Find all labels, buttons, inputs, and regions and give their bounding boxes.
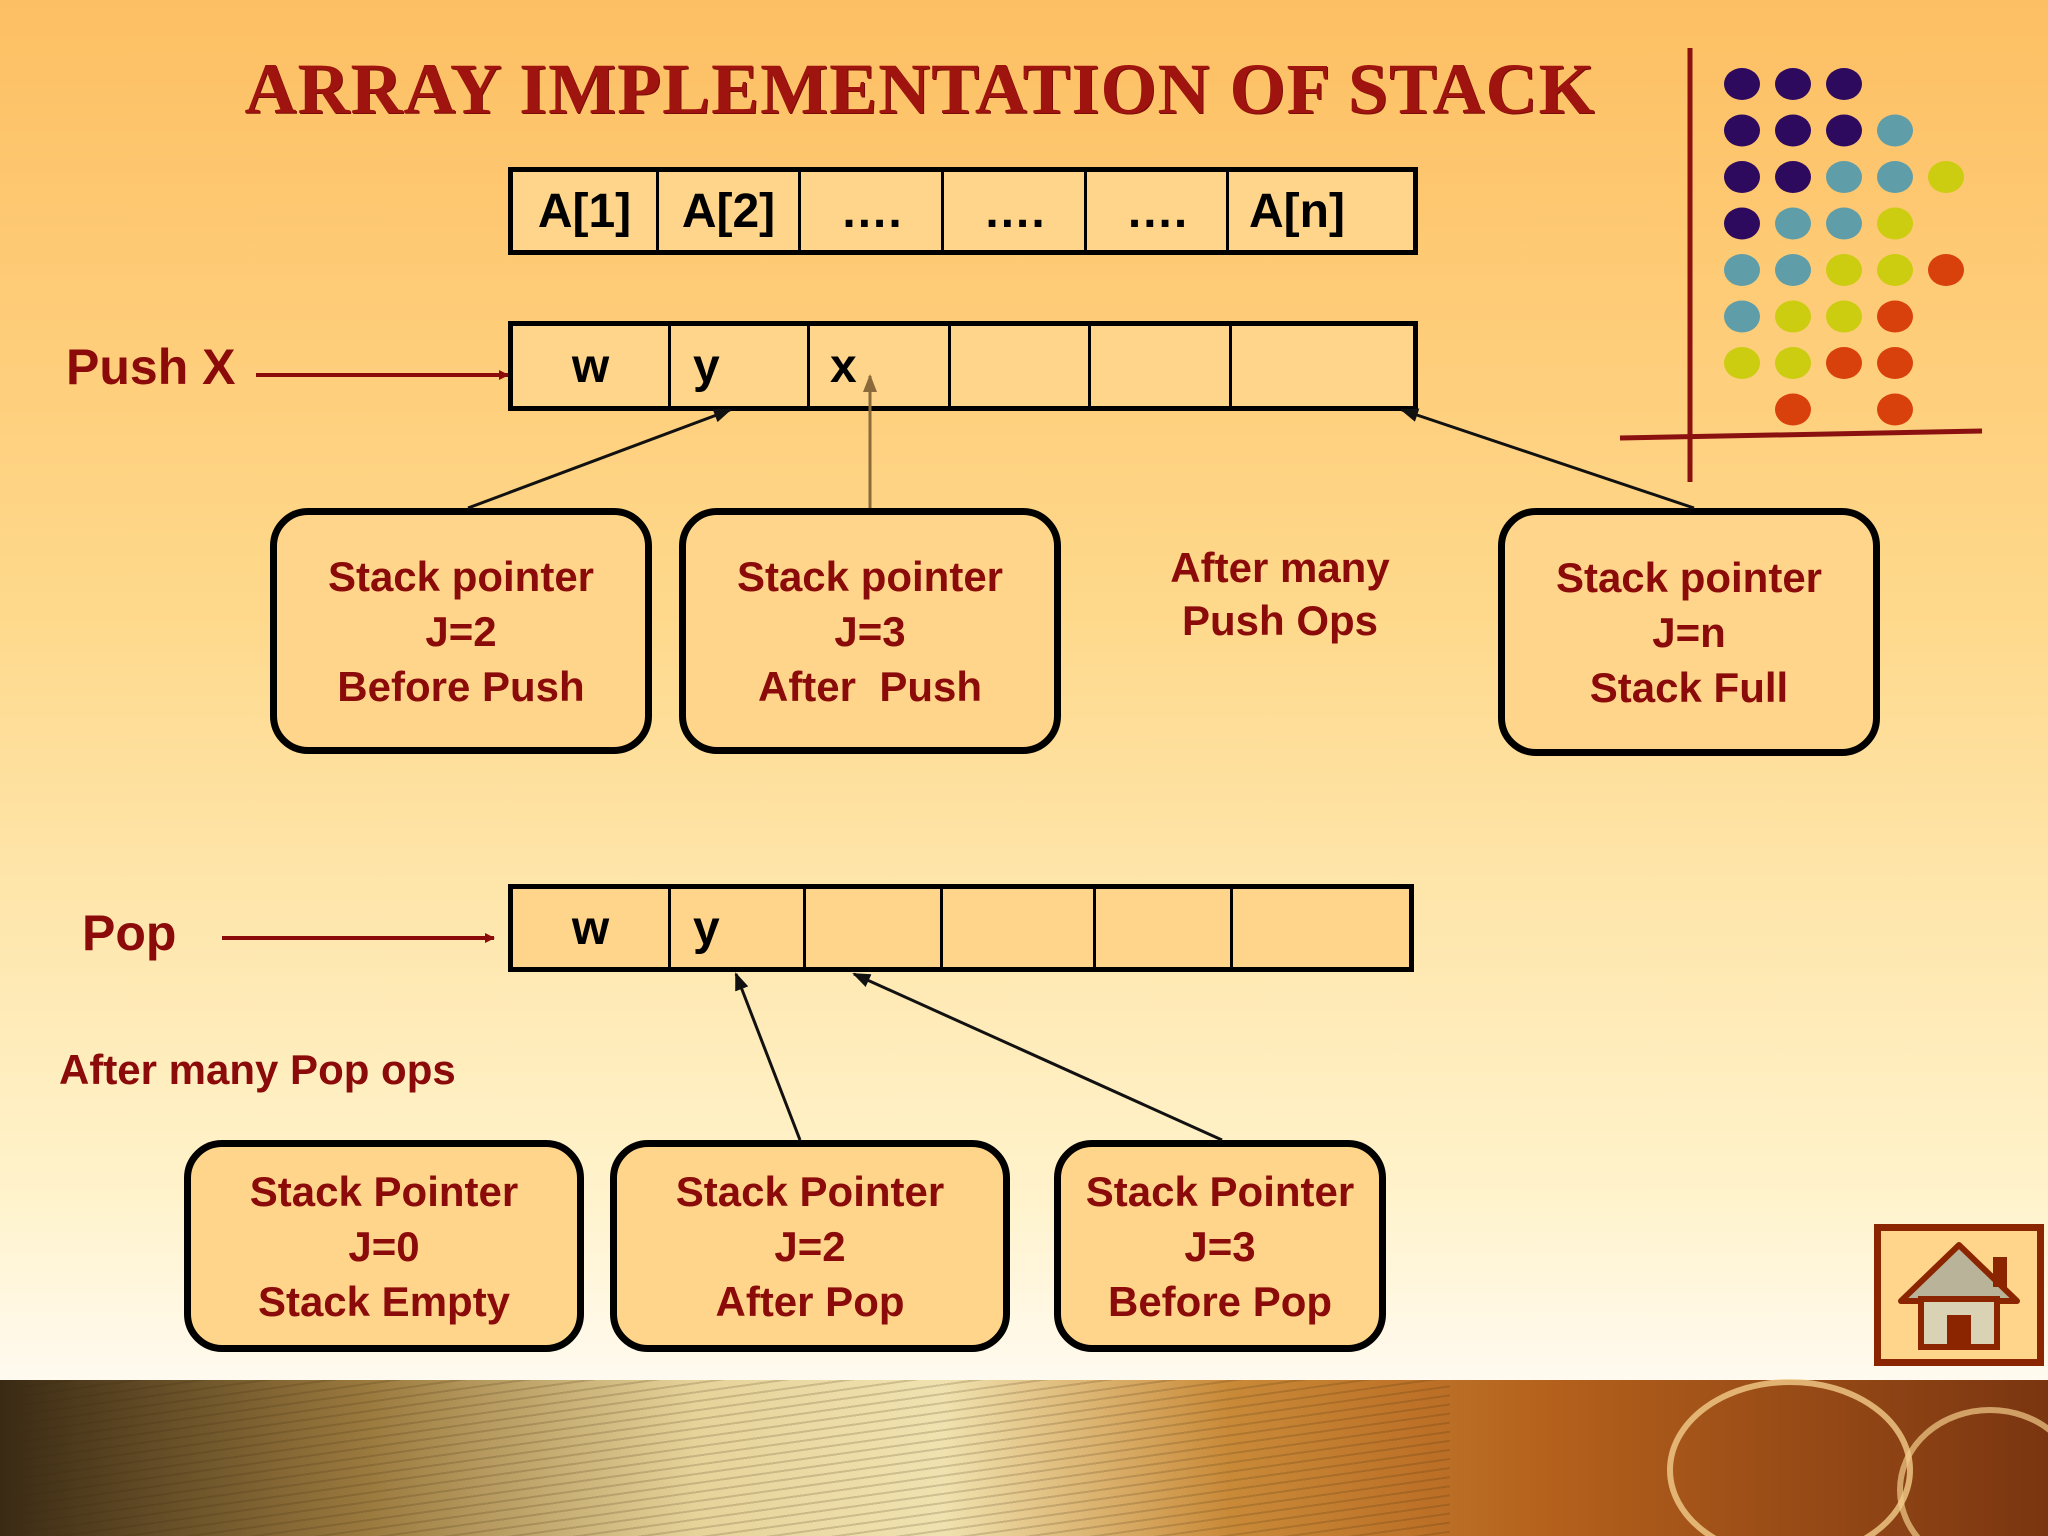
decor-dot [1775,161,1811,193]
decor-dot [1826,114,1862,147]
slide-title: ARRAY IMPLEMENTATION OF STACK [244,49,1596,129]
decor-dot [1877,207,1913,240]
box-line: J=2 [425,607,497,655]
decor-dot [1877,300,1913,333]
decor-dot [1826,347,1862,379]
array-cell: …. [801,172,944,250]
push-label: Push X [66,339,236,395]
pop-note: After many Pop ops [59,1046,456,1093]
decor-dot [1775,68,1811,100]
array-cell: y [671,326,810,406]
decor-dot [1826,254,1862,286]
decor-dot [1775,254,1811,286]
array-cell: A[2] [659,172,801,250]
decor-dot [1877,254,1913,286]
decor-dot [1724,207,1760,240]
decor-dot [1724,161,1760,193]
decor-dot [1877,347,1913,379]
box-line: J=2 [774,1222,846,1270]
decor-dot [1775,393,1811,426]
box-line: Stack Pointer [249,1167,519,1215]
array-cell [1096,889,1233,967]
note-line: Push Ops [1181,597,1379,644]
array-cell: x [810,326,951,406]
box-line: Before Pop [1107,1277,1333,1325]
decor-dot [1724,114,1760,147]
decorative-dot-grid [1724,68,1964,426]
pop-box-before: Stack Pointer J=3 Before Pop [1054,1140,1386,1352]
push-box-after: Stack pointer J=3 After Push [679,508,1061,754]
array-cell [1091,326,1232,406]
pointer-arrow [1400,408,1695,510]
decor-dot [1877,161,1913,193]
decor-dot [1724,254,1760,286]
pop-label: Pop [82,905,177,961]
push-box-before: Stack pointer J=2 Before Push [270,508,652,754]
push-note: After many Push Ops [1140,541,1420,647]
pop-box-empty: Stack Pointer J=0 Stack Empty [184,1140,584,1352]
box-line: Stack pointer [736,552,1004,600]
decor-dot [1826,207,1862,240]
array-cell: …. [1087,172,1229,250]
box-line: J=0 [348,1222,420,1270]
array-cell: A[n] [1249,184,1345,238]
decor-dot [1826,68,1862,100]
decor-dot [1724,68,1760,100]
decor-dot [1775,114,1811,147]
box-line: Stack Full [1589,663,1789,711]
note-line: After many [1170,544,1390,591]
box-line: After Pop [715,1277,905,1325]
pop-box-after: Stack Pointer J=2 After Pop [610,1140,1010,1352]
decor-dot [1877,114,1913,147]
pointer-arrow [852,972,1223,1142]
decor-dot [1724,347,1760,379]
box-line: J=n [1652,608,1726,656]
array-cell [806,889,943,967]
array-cell [943,889,1096,967]
decor-dot [1928,161,1964,193]
decor-dot [1877,393,1913,426]
book-page-texture [0,1380,1450,1536]
pointer-arrow [734,972,802,1141]
array-cell: w [513,889,671,967]
array-cell: …. [944,172,1087,250]
decor-dot [1928,254,1964,286]
box-line: Stack Pointer [675,1167,945,1215]
box-line: Before Push [337,662,585,710]
box-line: After Push [757,662,983,710]
decor-dot [1775,300,1811,333]
pop-array: w y [508,884,1414,972]
pointer-arrow [467,408,732,510]
home-button[interactable] [1874,1224,2044,1366]
decor-dot [1775,207,1811,240]
decor-dot [1775,347,1811,379]
decor-dot [1724,300,1760,333]
decor-dot [1826,161,1862,193]
box-line: Stack Empty [257,1277,511,1325]
decor-dot [1826,300,1862,333]
box-line: J=3 [834,607,906,655]
array-header: A[1] A[2] …. …. …. A[n] [508,167,1418,255]
array-cell: y [671,889,806,967]
array-cell: A[1] [513,172,659,250]
home-icon [1898,1242,2020,1350]
push-array: w y x [508,321,1418,411]
decor-axis-horizontal [1619,428,1983,441]
array-cell: w [513,326,671,406]
push-box-full: Stack pointer J=n Stack Full [1498,508,1880,756]
box-line: Stack pointer [327,552,595,600]
box-line: Stack pointer [1555,553,1823,601]
box-line: Stack Pointer [1085,1167,1355,1215]
array-cell [951,326,1091,406]
box-line: J=3 [1184,1222,1256,1270]
